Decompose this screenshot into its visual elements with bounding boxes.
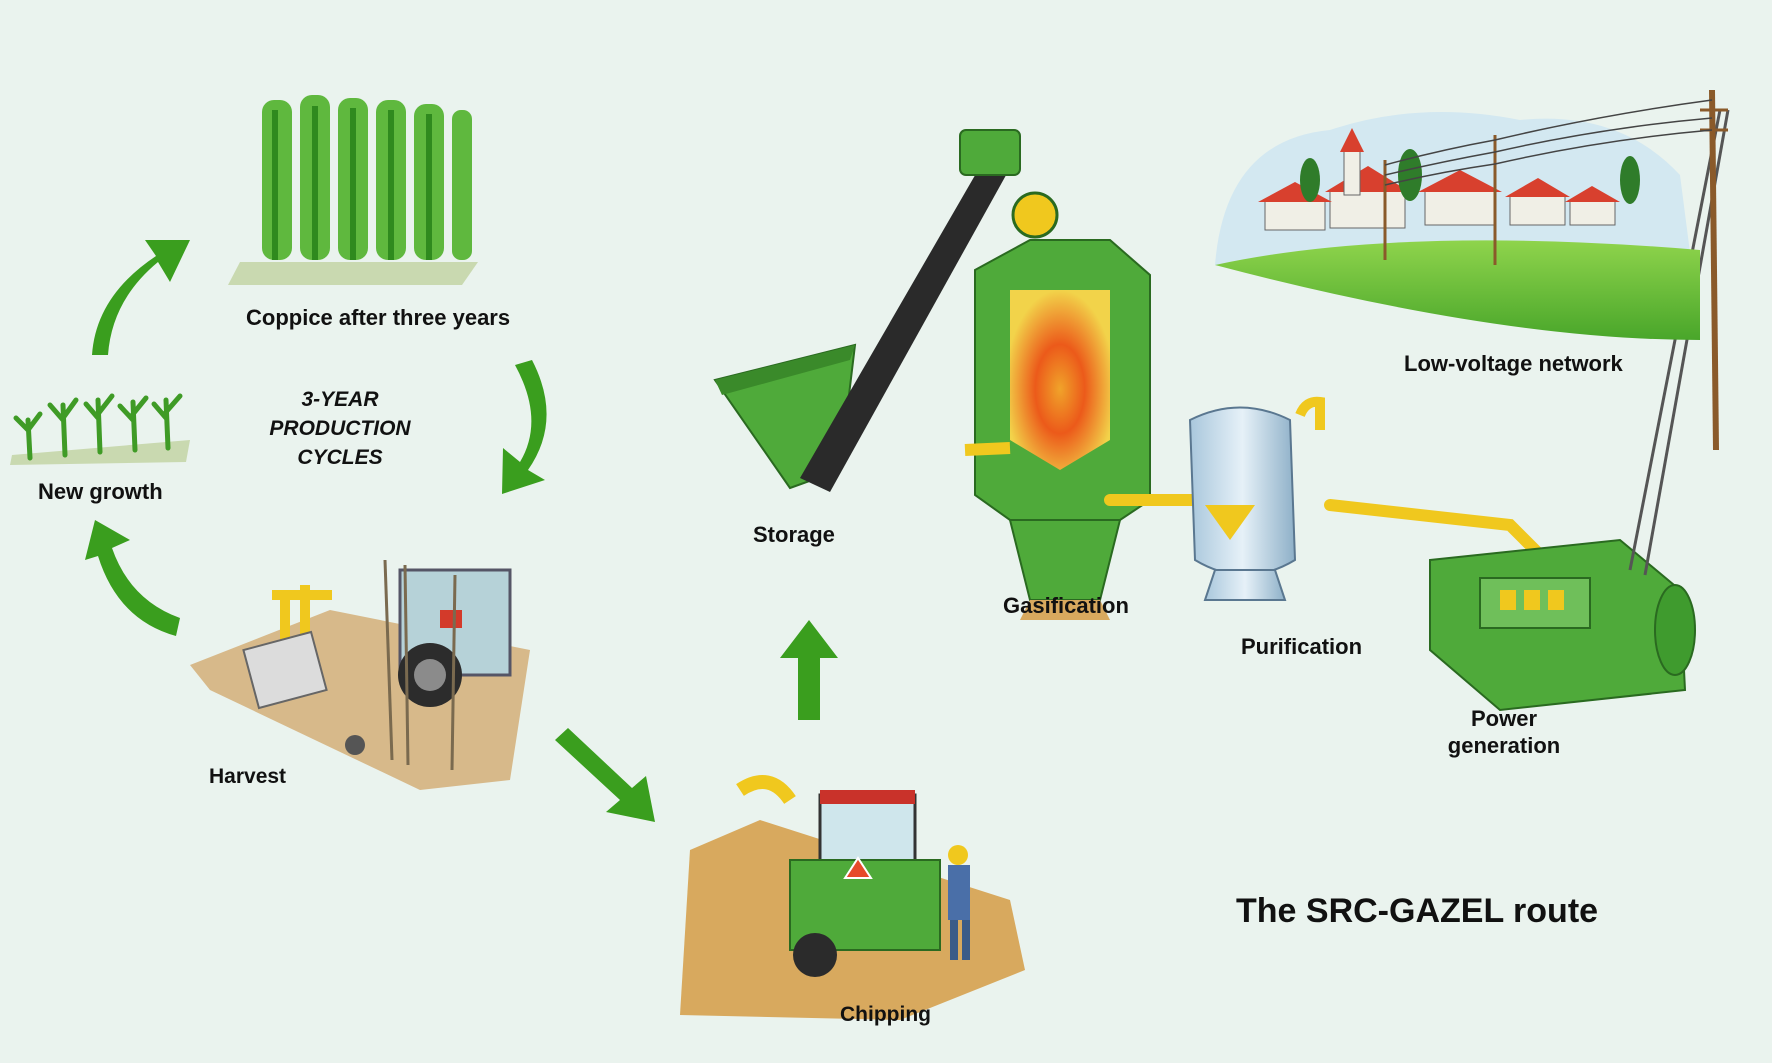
diagram-title: The SRC-GAZEL route — [1236, 892, 1599, 930]
label-power-generation: Power generation — [1434, 705, 1574, 759]
storage-illustration — [713, 129, 1059, 492]
label-storage: Storage — [753, 522, 835, 547]
label-gasification: Gasification — [1003, 593, 1129, 618]
cycle-label-line2: PRODUCTION — [269, 417, 411, 440]
arrow-to-chipping-icon — [555, 728, 655, 822]
cycle-label-line3: CYCLES — [297, 446, 383, 469]
label-new-growth: New growth — [38, 479, 163, 504]
gasifier-illustration — [964, 239, 1151, 620]
label-power-line1: Power — [1470, 706, 1538, 731]
label-harvest: Harvest — [209, 765, 287, 788]
label-chipping: Chipping — [840, 1003, 931, 1026]
gas-pipes — [1104, 464, 1551, 566]
cycle-label-line1: 3-YEAR — [301, 388, 379, 411]
new-growth-illustration — [10, 393, 190, 465]
label-purification: Purification — [1241, 634, 1363, 659]
chipping-illustration — [680, 775, 1025, 1020]
arrow-to-coppice-icon — [92, 240, 190, 355]
purifier-illustration — [1188, 396, 1325, 601]
cycle-label: 3-YEAR PRODUCTION CYCLES — [256, 385, 424, 472]
arrow-to-harvest-icon — [502, 360, 547, 494]
label-low-voltage-network: Low-voltage network — [1404, 351, 1623, 376]
label-coppice: Coppice after three years — [246, 305, 511, 330]
arrow-to-storage-icon — [780, 620, 838, 720]
coppice-illustration — [228, 95, 478, 285]
harvest-illustration — [190, 559, 530, 790]
cycle-arrows — [85, 240, 838, 822]
arrow-to-new-growth-icon — [85, 520, 180, 636]
village-illustration — [1215, 89, 1728, 451]
label-power-line2: generation — [1447, 733, 1561, 758]
